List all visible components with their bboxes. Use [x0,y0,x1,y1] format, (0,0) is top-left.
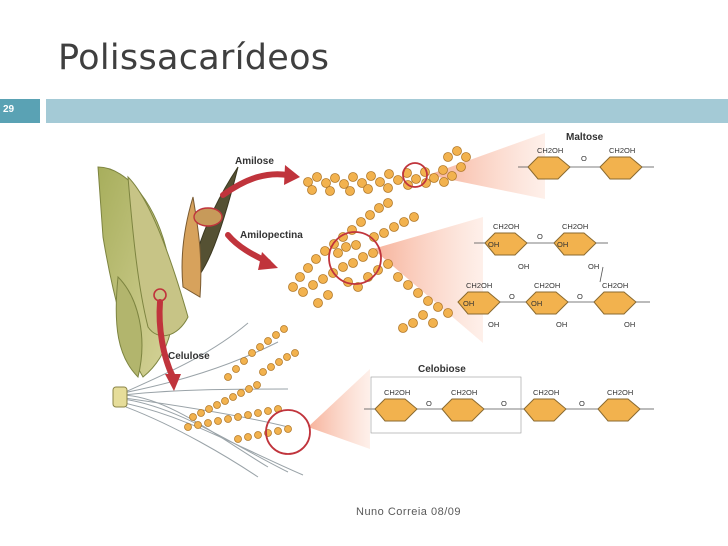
chem-oh: OH [463,299,474,308]
chem-o: O [537,232,543,241]
chem-ch2oh: CH2OH [537,146,563,155]
chem-o: O [579,399,585,408]
amilose-chain [303,146,471,196]
slide-title: Polissacarídeos [58,38,330,78]
celulose-structure [374,398,641,422]
slide-footer: Nuno Correia 08/09 [356,506,462,518]
amilopectina-zoom-circle [328,231,382,285]
chem-o: O [426,399,432,408]
arrow-head-amilopectina [258,252,278,270]
chem-ch2oh: CH2OH [602,281,628,290]
chem-oh: OH [556,320,567,329]
chem-ch2oh: CH2OH [534,281,560,290]
chem-oh: OH [488,240,499,249]
header-rule [46,99,728,123]
maltose-zoom-beam [428,133,545,199]
arrow-head-celulose [165,374,181,391]
chem-oh: OH [624,320,635,329]
chem-ch2oh: CH2OH [607,388,633,397]
chem-ch2oh: CH2OH [562,222,588,231]
chem-oh: OH [488,320,499,329]
chem-o: O [581,154,587,163]
slide-number: 29 [3,104,15,115]
label-celobiose: Celobiose [418,364,466,375]
chem-ch2oh: CH2OH [466,281,492,290]
chem-o: O [577,292,583,301]
amilopectina-zoom-beam [373,217,483,343]
chem-oh: OH [557,240,568,249]
chem-ch2oh: CH2OH [609,146,635,155]
label-amilose: Amilose [235,156,274,167]
chem-ch2oh: CH2OH [451,388,477,397]
label-maltose: Maltose [566,132,604,143]
chem-ch2oh: CH2OH [493,222,519,231]
amilose-zoom-circle [402,162,428,188]
chem-ch2oh: CH2OH [533,388,559,397]
label-amilopectina: Amilopectina [240,230,303,241]
arrow-head-amilose [284,165,300,185]
chem-oh: OH [588,262,599,271]
maltose-structure [527,156,643,180]
corn-plant-illustration [97,166,239,378]
label-celulose: Celulose [168,351,210,362]
chem-o: O [509,292,515,301]
chem-oh: OH [518,262,529,271]
chem-o: O [501,399,507,408]
chem-oh: OH [531,299,542,308]
amilopectina-structure [457,232,637,315]
chem-ch2oh: CH2OH [384,388,410,397]
slide-number-box: 29 [0,99,40,123]
celulose-zoom-beam [308,369,370,449]
celulose-chains [184,325,299,443]
polysaccharide-figure: Maltose Amilose Amilopectina Celulose Ce… [97,132,654,478]
fiber-bundle [112,386,128,408]
celulose-zoom-circle [265,409,311,455]
